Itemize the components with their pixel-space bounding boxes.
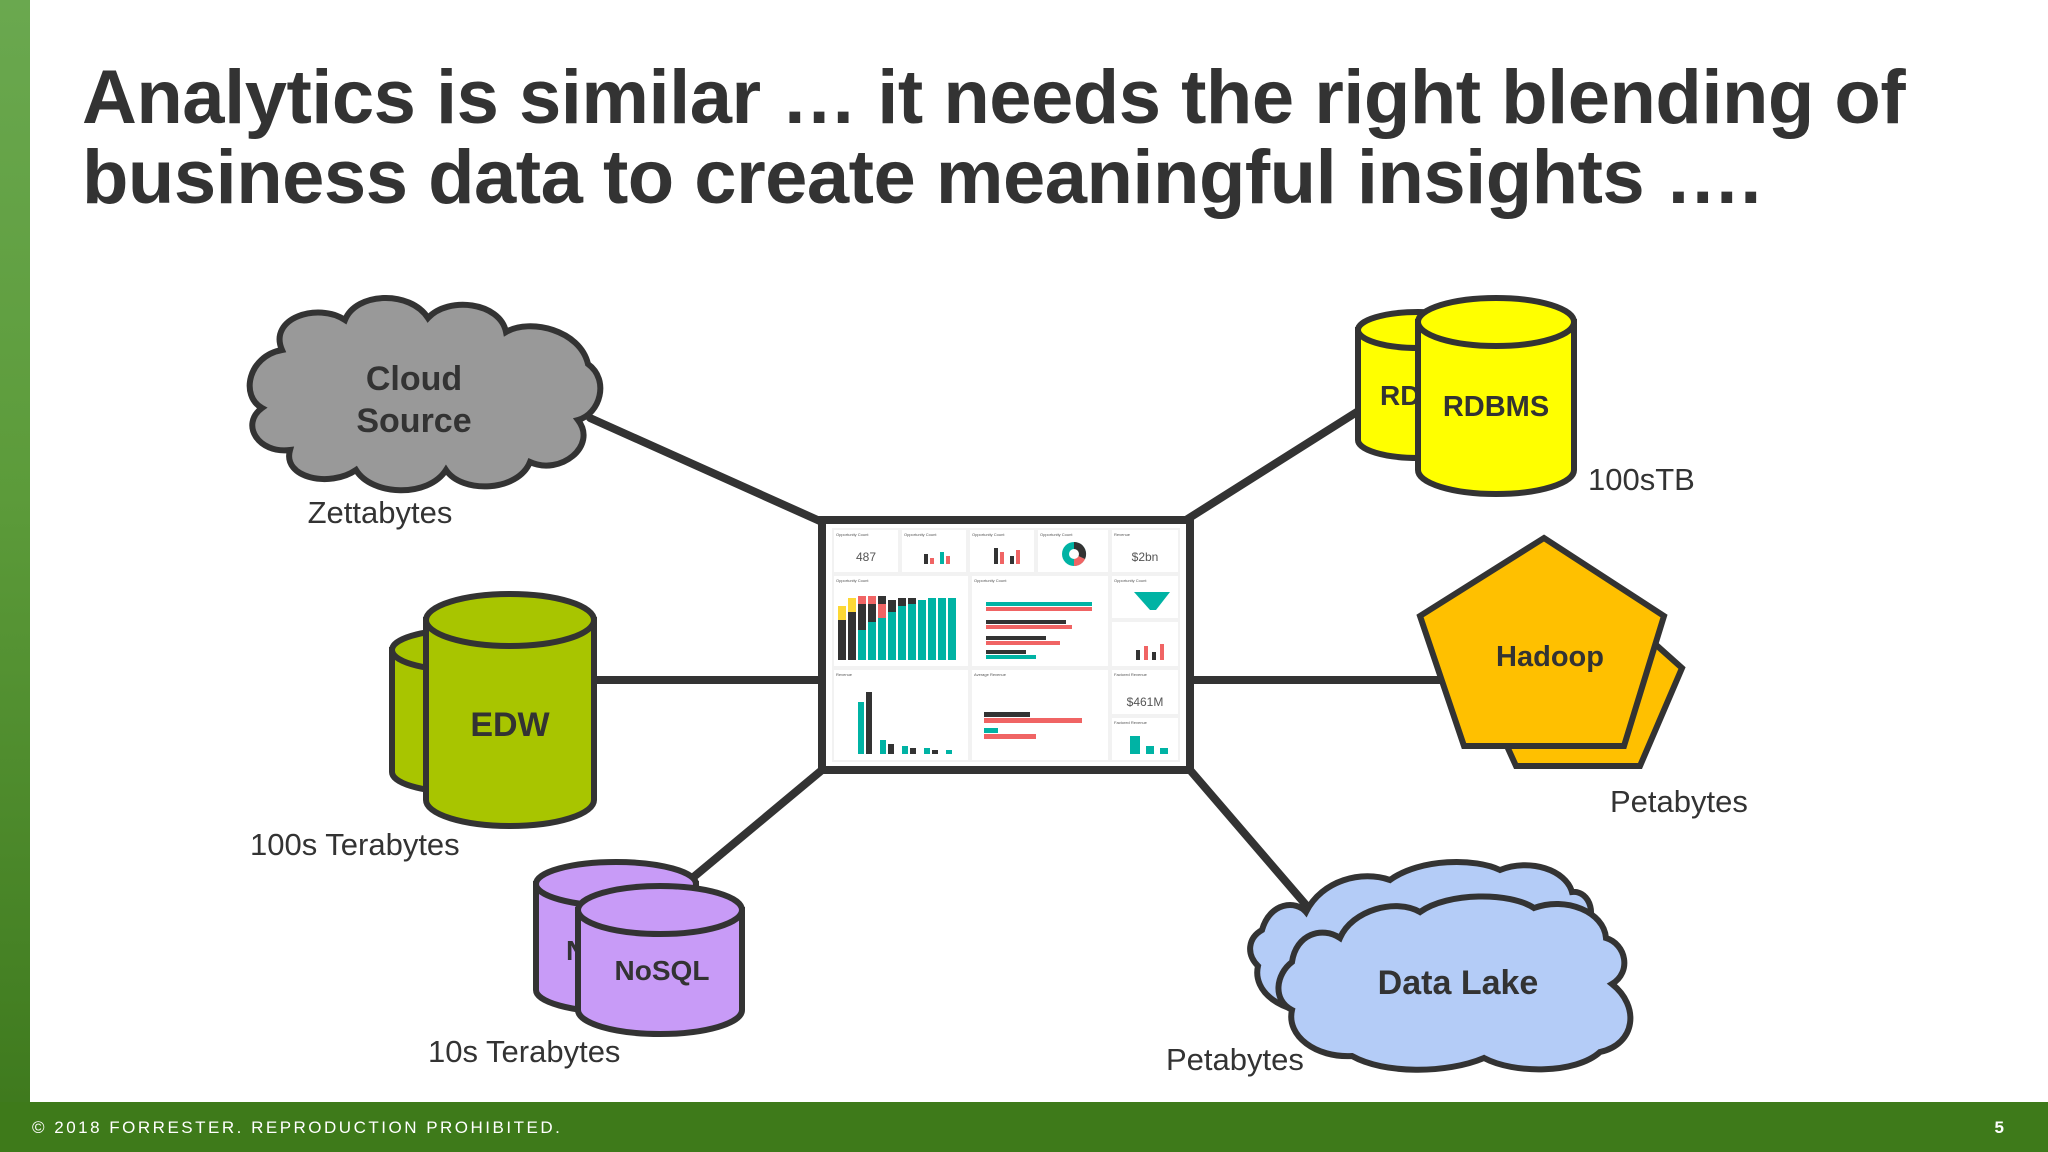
hadoop-node: Hadoop Petabytes xyxy=(1416,534,1748,819)
dashboard-screen: Opportunity Count 487 Opportunity Count … xyxy=(818,516,1194,774)
edw-label: EDW xyxy=(470,706,550,744)
footer-bar: © 2018 FORRESTER. REPRODUCTION PROHIBITE… xyxy=(0,1102,2048,1152)
left-accent-bar xyxy=(0,0,30,1102)
data-lake-size: Petabytes xyxy=(1166,1042,1304,1077)
kpi1-value: 487 xyxy=(856,550,876,564)
nosql-front-cylinder: NoSQL xyxy=(575,883,745,1037)
nosql-size: 10s Terabytes xyxy=(428,1034,620,1069)
data-lake-label: Data Lake xyxy=(1378,964,1539,1002)
cloud-source-label-line1: Cloud xyxy=(366,360,462,398)
horizontal-bar-chart xyxy=(986,602,1092,659)
mid1-title: Opportunity Count xyxy=(836,578,869,583)
cloud-source-node: Cloud Source Zettabytes xyxy=(246,295,604,530)
connector-rdbms xyxy=(1182,406,1364,524)
edw-node: EDW 100s Terabytes xyxy=(250,591,597,862)
connector-cloud xyxy=(586,414,826,526)
slide-title-line-1: Analytics is similar … it needs the righ… xyxy=(82,55,1906,140)
slide-title-line-2: business data to create meaningful insig… xyxy=(82,135,1761,220)
connectors xyxy=(586,406,1444,909)
copyright-text: © 2018 FORRESTER. REPRODUCTION PROHIBITE… xyxy=(32,1118,563,1137)
dashboard-bottom-row: Revenue Average Revenue Factored Revenue… xyxy=(834,670,1178,760)
bot4-title: Factored Revenue xyxy=(1114,720,1148,725)
kpi2-title: Opportunity Count xyxy=(904,532,937,537)
bot3-value: $461M xyxy=(1127,695,1164,709)
rdbms-label: RDBMS xyxy=(1443,391,1549,423)
rdbms-front-cylinder: RDBMS xyxy=(1415,295,1577,497)
data-lake-front-shape xyxy=(1275,893,1634,1073)
hadoop-label: Hadoop xyxy=(1496,641,1604,673)
kpi4-title: Opportunity Count xyxy=(1040,532,1073,537)
mid3-title: Opportunity Count xyxy=(1114,578,1147,583)
slide-title: Analytics is similar … it needs the righ… xyxy=(82,58,1982,218)
hadoop-front-shape xyxy=(1416,534,1668,749)
horizontal-bar-chart-2 xyxy=(984,712,1082,739)
edw-size: 100s Terabytes xyxy=(250,827,460,862)
rdbms-back-label: RD xyxy=(1380,380,1420,411)
rdbms-size: 100sTB xyxy=(1588,462,1695,497)
page-number: 5 xyxy=(1994,1118,2004,1137)
cloud-source-label-line2: Source xyxy=(356,402,471,440)
funnel-chart xyxy=(1134,592,1170,610)
kpi1-title: Opportunity Count xyxy=(836,532,869,537)
connector-datalake xyxy=(1186,766,1310,909)
bot3-title: Factored Revenue xyxy=(1114,672,1148,677)
kpi5-value: $2bn xyxy=(1132,550,1159,564)
mid2-title: Opportunity Count xyxy=(974,578,1007,583)
kpi5-title: Revenue xyxy=(1114,532,1131,537)
dashboard-middle-row: Opportunity Count Opportunity Count xyxy=(834,576,1178,666)
rdbms-node: RD RDBMS 100sTB xyxy=(1355,295,1695,497)
dashboard-kpi-row: Opportunity Count 487 Opportunity Count … xyxy=(834,530,1178,572)
stacked-bar-chart xyxy=(838,596,956,660)
nosql-node: N NoSQL 10s Terabytes xyxy=(428,859,745,1069)
bot1-title: Revenue xyxy=(836,672,853,677)
column-chart xyxy=(858,692,952,754)
bot2-title: Average Revenue xyxy=(974,672,1007,677)
data-lake-node: Data Lake Petabytes xyxy=(1166,859,1634,1077)
edw-front-cylinder: EDW xyxy=(423,591,597,829)
cloud-icon xyxy=(246,295,604,494)
hadoop-size: Petabytes xyxy=(1610,784,1748,819)
nosql-label: NoSQL xyxy=(615,955,710,986)
cloud-source-size: Zettabytes xyxy=(308,495,453,530)
connector-nosql xyxy=(686,766,826,884)
kpi3-title: Opportunity Count xyxy=(972,532,1005,537)
